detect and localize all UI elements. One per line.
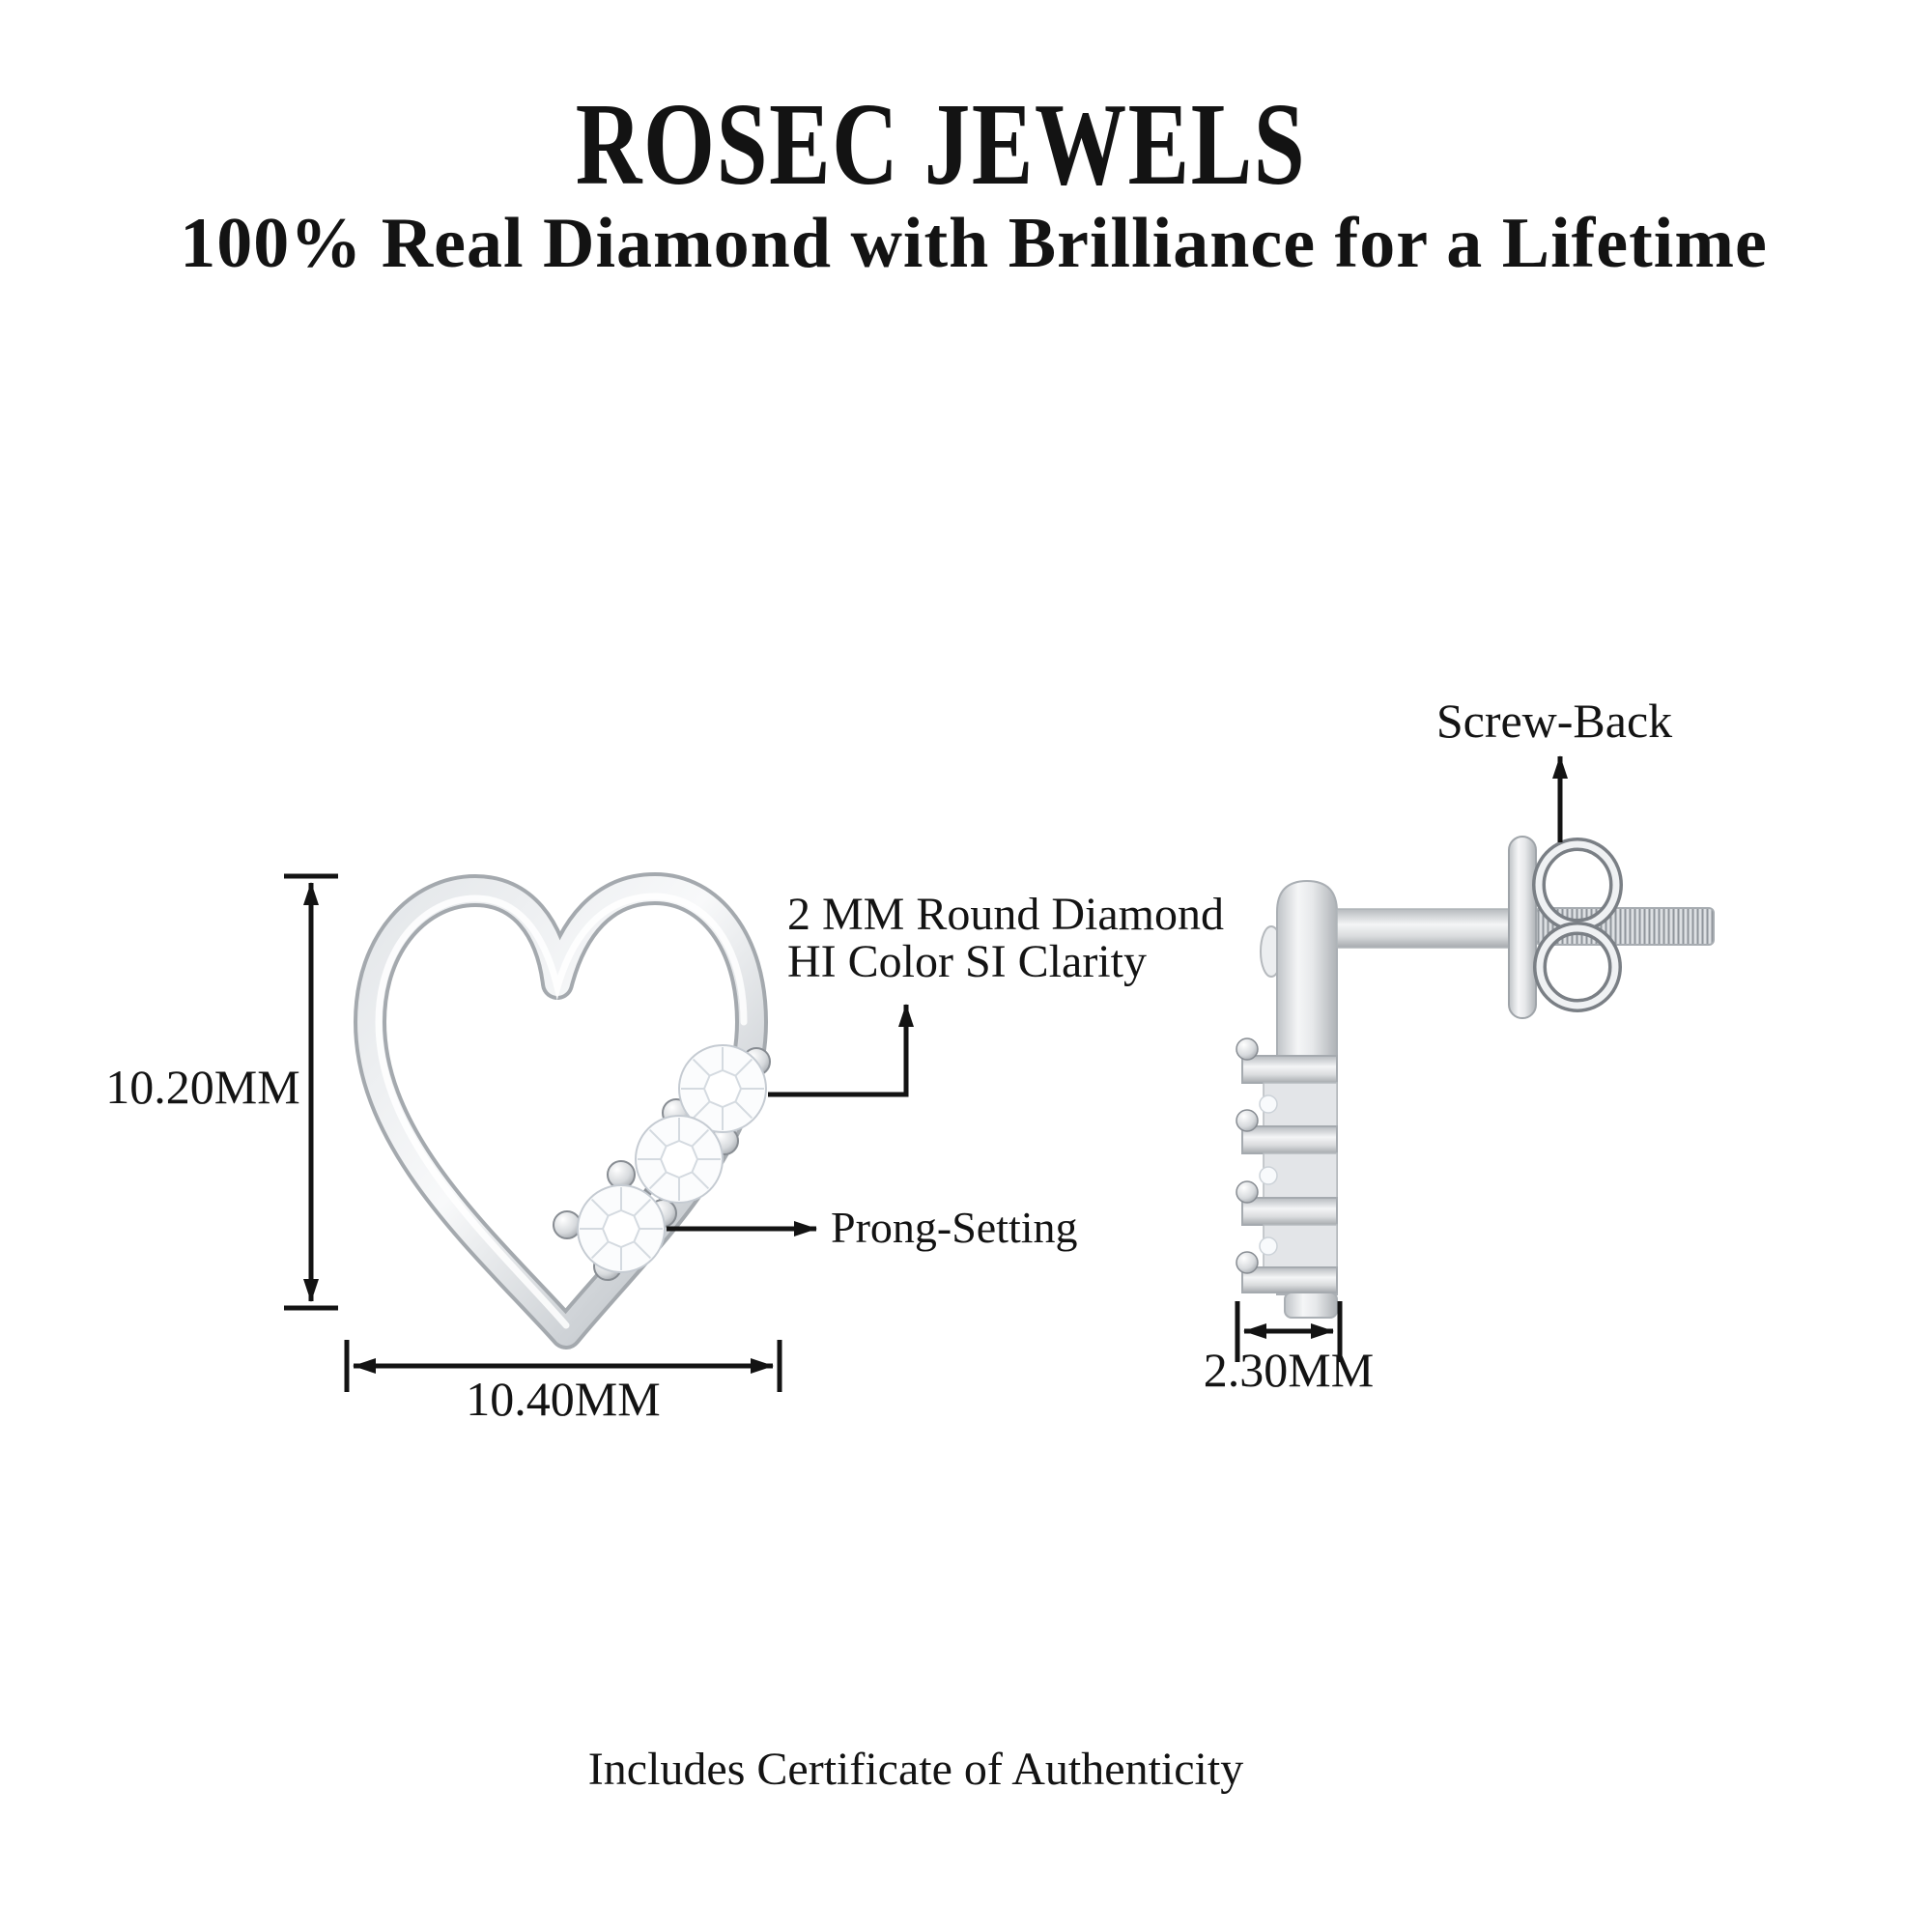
prong-setting-label: Prong-Setting [831,1203,1078,1252]
diamond-note: 2 MM Round Diamond HI Color SI Clarity [787,891,1224,985]
screw-back-label: Screw-Back [1435,694,1673,748]
width-dimension [344,1340,782,1392]
diamond-chain [553,1044,771,1281]
profile-prong-balls [1236,1037,1259,1274]
width-dimension-label: 10.40MM [466,1372,661,1426]
brand-title: ROSEC JEWELS [575,79,1307,210]
diamond [678,1044,767,1133]
prong-ball [553,1210,582,1239]
diamond [635,1115,724,1204]
ear-post [1336,908,1516,949]
profile-diamond-glints [1259,1094,1278,1256]
diamond-note-line2: HI Color SI Clarity [787,936,1147,987]
certificate-note: Includes Certificate of Authenticity [587,1744,1244,1795]
prong-ridge [1241,1266,1338,1293]
height-dimension-label: 10.20MM [105,1060,300,1114]
thickness-dimension [1235,1301,1343,1362]
earring-profile [1236,879,1338,1319]
prong-ridge [1241,1125,1338,1154]
thickness-dimension-label: 2.30MM [1203,1343,1375,1397]
diamond [577,1184,666,1273]
height-dimension [284,873,338,1311]
prong-ball [607,1160,636,1189]
front-view-illustration [354,872,771,1350]
prong-ridge [1241,1055,1338,1084]
diamond-note-line1: 2 MM Round Diamond [787,889,1225,940]
butterfly-loop [1533,922,1622,1012]
annotation-lines [284,755,1568,1392]
diamond-note-leader [768,1004,914,1097]
tagline: 100% Real Diamond with Brilliance for a … [180,204,1768,283]
side-view-illustration [1236,836,1715,1319]
prong-ridge [1241,1197,1338,1226]
butterfly-washer [1508,836,1537,1019]
